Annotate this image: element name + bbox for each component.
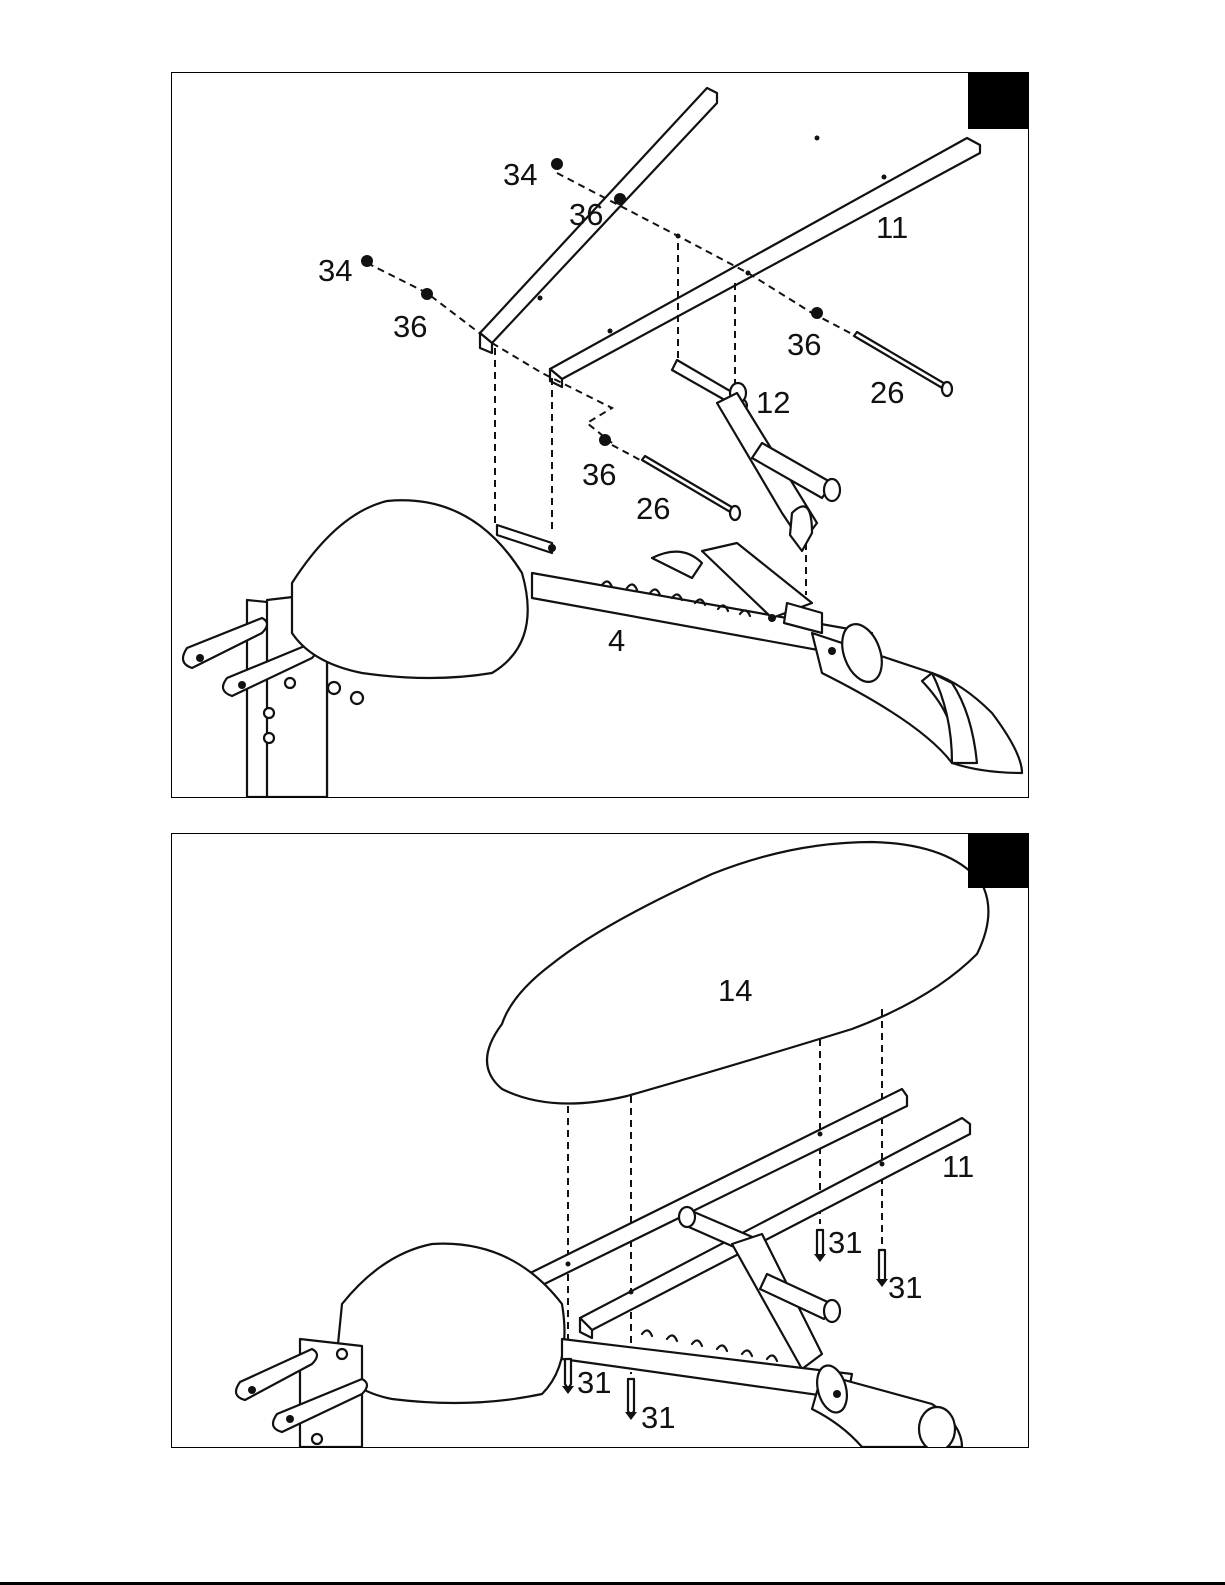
exploded-view-drawing-top [172,73,1028,797]
callout-4: 4 [608,625,625,656]
step-number-marker [968,833,1029,888]
callout-12: 12 [756,387,790,418]
callout-31: 31 [828,1227,862,1258]
back-pad [337,1244,565,1403]
callout-11: 11 [876,212,908,243]
main-beam-4 [562,1330,962,1447]
frame-upright [236,1339,367,1447]
main-beam-4 [532,543,1022,773]
callout-31: 31 [888,1272,922,1303]
callout-36: 36 [393,311,427,342]
callout-36: 36 [569,199,603,230]
callout-36: 36 [787,329,821,360]
callout-26: 26 [636,493,670,524]
callout-36: 36 [582,459,616,490]
callout-34: 34 [503,159,537,190]
back-pad [292,500,528,678]
callout-14: 14 [718,975,752,1006]
callout-31: 31 [577,1367,611,1398]
exploded-view-drawing-bottom [172,834,1028,1447]
callout-34: 34 [318,255,352,286]
assembly-step-panel-bottom: 14 11 31 31 31 31 [171,833,1029,1448]
assembly-step-panel-top: 34 36 11 34 36 36 26 12 36 26 4 [171,72,1029,798]
callout-26: 26 [870,377,904,408]
callout-11: 11 [942,1151,974,1182]
step-number-marker [968,72,1029,129]
callout-31: 31 [641,1402,675,1433]
